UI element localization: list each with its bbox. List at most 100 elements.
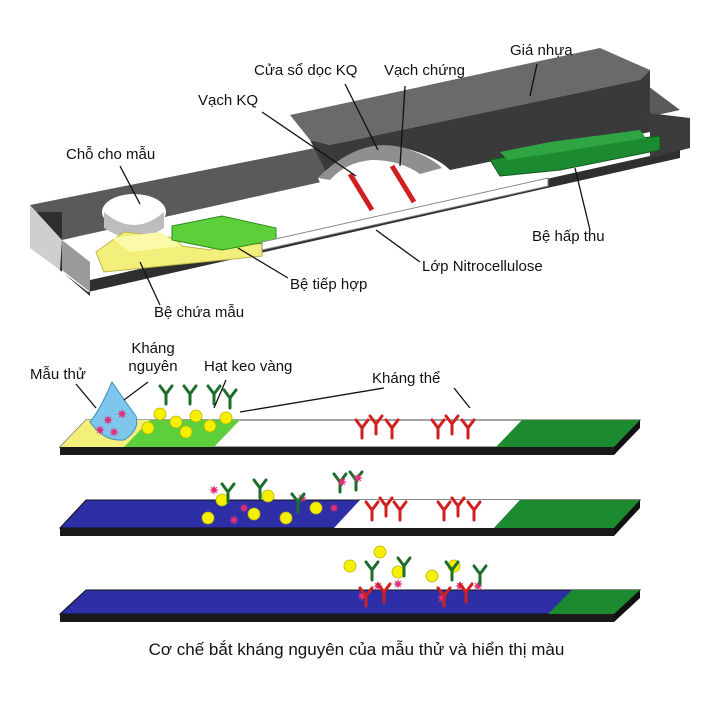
label-be-tiep-hop: Bệ tiếp hợp bbox=[290, 276, 368, 293]
strip2-antigen-0 bbox=[209, 485, 219, 495]
strip2-capture-antibody-2 bbox=[392, 500, 408, 522]
strip-2-edge bbox=[60, 528, 614, 536]
droplet-antigen-2 bbox=[109, 427, 119, 437]
strip2-gold-particle-3 bbox=[309, 501, 323, 515]
figure-caption: Cơ chế bắt kháng nguyên của mẫu thử và h… bbox=[148, 640, 565, 659]
strip3-conjugate-antibody-2 bbox=[444, 560, 460, 582]
strip2-gold-particle-2 bbox=[279, 511, 293, 525]
strip1-capture-antibody-0 bbox=[354, 418, 370, 440]
label-vach-kq: Vạch KQ bbox=[198, 92, 259, 109]
test-line bbox=[347, 172, 375, 212]
label-lop-nitrocellulose: Lớp Nitrocellulose bbox=[422, 258, 543, 275]
strip-3 bbox=[58, 589, 642, 622]
result-window bbox=[318, 145, 546, 228]
strip3-antigen-2 bbox=[393, 579, 403, 589]
strip2-gold-particle-0 bbox=[215, 493, 229, 507]
strip-1-absorbent-pad bbox=[496, 420, 640, 447]
strip2-conjugate-antibody-2 bbox=[290, 492, 306, 514]
strip2-gold-particle-4 bbox=[201, 511, 215, 525]
strip2-gold-particle-5 bbox=[261, 489, 275, 503]
strip1-conjugate-antibody-3 bbox=[222, 388, 238, 410]
strip1-conjugate-antibody-0 bbox=[158, 384, 174, 406]
cassette-leader-lines bbox=[119, 63, 591, 306]
label-cho-cho-mau: Chỗ cho mẫu bbox=[66, 146, 156, 163]
strip2-capture-antibody-0 bbox=[364, 500, 380, 522]
strip3-capture-antibody-2 bbox=[436, 586, 452, 608]
strip3-gold-particle-3 bbox=[425, 569, 439, 583]
cassette bbox=[30, 48, 690, 306]
label-gia-nhua: Giá nhựa bbox=[510, 42, 573, 59]
strip2-conjugate-antibody-1 bbox=[252, 478, 268, 500]
strip1-capture-antibody-3 bbox=[430, 418, 446, 440]
strip2-free-antigen-0 bbox=[337, 477, 347, 487]
strip1-gold-particle-3 bbox=[203, 419, 217, 433]
strip-2-membrane bbox=[334, 500, 520, 528]
strip2-capture-antibody-4 bbox=[450, 496, 466, 518]
sample-droplet bbox=[89, 380, 138, 441]
label-khang-the: Kháng thể bbox=[372, 370, 441, 387]
strip-2-absorbent-pad bbox=[494, 500, 640, 528]
strip1-conjugate-antibody-2 bbox=[206, 384, 222, 406]
strip-3-absorbent-pad bbox=[548, 590, 640, 614]
label-mau-thu: Mẫu thử bbox=[30, 366, 86, 383]
sample-hole-inner bbox=[104, 212, 164, 238]
strip3-conjugate-antibody-1 bbox=[396, 556, 412, 578]
strip2-antigen-1 bbox=[239, 503, 249, 513]
strip-3-end bbox=[614, 590, 640, 622]
strip2-conjugate-antibody-0 bbox=[220, 482, 236, 504]
strip1-gold-particle-2 bbox=[189, 409, 203, 423]
strip2-gold-particle-1 bbox=[247, 507, 261, 521]
strip1-gold-particle-5 bbox=[179, 425, 193, 439]
strip2-antigen-3 bbox=[329, 503, 339, 513]
membrane-strip bbox=[261, 177, 549, 251]
cassette-left-end bbox=[30, 205, 62, 270]
droplet-antigen-0 bbox=[103, 415, 113, 425]
cassette-front-face bbox=[32, 134, 680, 296]
strip1-gold-particle-1 bbox=[169, 415, 183, 429]
label-hat-keo-vang: Hạt keo vàng bbox=[204, 358, 293, 375]
label-vach-chung: Vạch chứng bbox=[384, 62, 465, 79]
strip3-capture-antibody-1 bbox=[376, 582, 392, 604]
label-khang-nguyen-line1: Kháng bbox=[131, 340, 175, 357]
droplet-shape bbox=[89, 380, 138, 441]
strip-leader-lines bbox=[75, 379, 471, 413]
strip2-conjugate-antibody-4 bbox=[348, 470, 364, 492]
absorbent-pad-top bbox=[500, 130, 646, 160]
strip-3-edge bbox=[60, 614, 614, 622]
label-be-hap-thu: Bệ hấp thu bbox=[532, 228, 605, 245]
strip-2-end bbox=[614, 500, 640, 536]
label-khang-nguyen-line2: nguyên bbox=[128, 358, 178, 375]
strip3-capture-antibody-0 bbox=[358, 586, 374, 608]
strip2-free-antigen-1 bbox=[353, 473, 363, 483]
strip2-antigen-4 bbox=[229, 515, 239, 525]
cassette-upper-slab bbox=[290, 48, 650, 145]
strip1-capture-antibody-1 bbox=[368, 414, 384, 436]
droplet-antigen-3 bbox=[95, 425, 105, 435]
strip3-conjugate-antibody-0 bbox=[364, 560, 380, 582]
cassette-left-end-shade bbox=[62, 240, 90, 292]
strip3-gold-particle-1 bbox=[373, 545, 387, 559]
label-khang-nguyen: Kháng nguyên bbox=[120, 340, 186, 376]
strip1-gold-particle-0 bbox=[153, 407, 167, 421]
strip1-capture-antibody-4 bbox=[444, 414, 460, 436]
strip3-gold-particle-2 bbox=[391, 565, 405, 579]
strip1-capture-antibody-2 bbox=[384, 418, 400, 440]
strip3-gold-particle-0 bbox=[343, 559, 357, 573]
label-be-chua-mau: Bệ chứa mẫu bbox=[154, 304, 245, 321]
control-line bbox=[389, 164, 417, 204]
strip1-gold-particle-4 bbox=[219, 411, 233, 425]
strip-2 bbox=[58, 499, 642, 536]
droplet-antigen-1 bbox=[117, 409, 127, 419]
strip1-conjugate-antibody-1 bbox=[182, 384, 198, 406]
sample-hole bbox=[102, 194, 166, 230]
molecule-layer bbox=[95, 384, 488, 608]
strip2-capture-antibody-1 bbox=[378, 496, 394, 518]
strip2-capture-antibody-5 bbox=[466, 500, 482, 522]
strip3-conjugate-antibody-3 bbox=[472, 564, 488, 586]
strip-1-edge bbox=[60, 447, 614, 455]
strip1-capture-antibody-5 bbox=[460, 418, 476, 440]
strip3-capture-antibody-3 bbox=[458, 582, 474, 604]
strip2-capture-antibody-3 bbox=[436, 500, 452, 522]
